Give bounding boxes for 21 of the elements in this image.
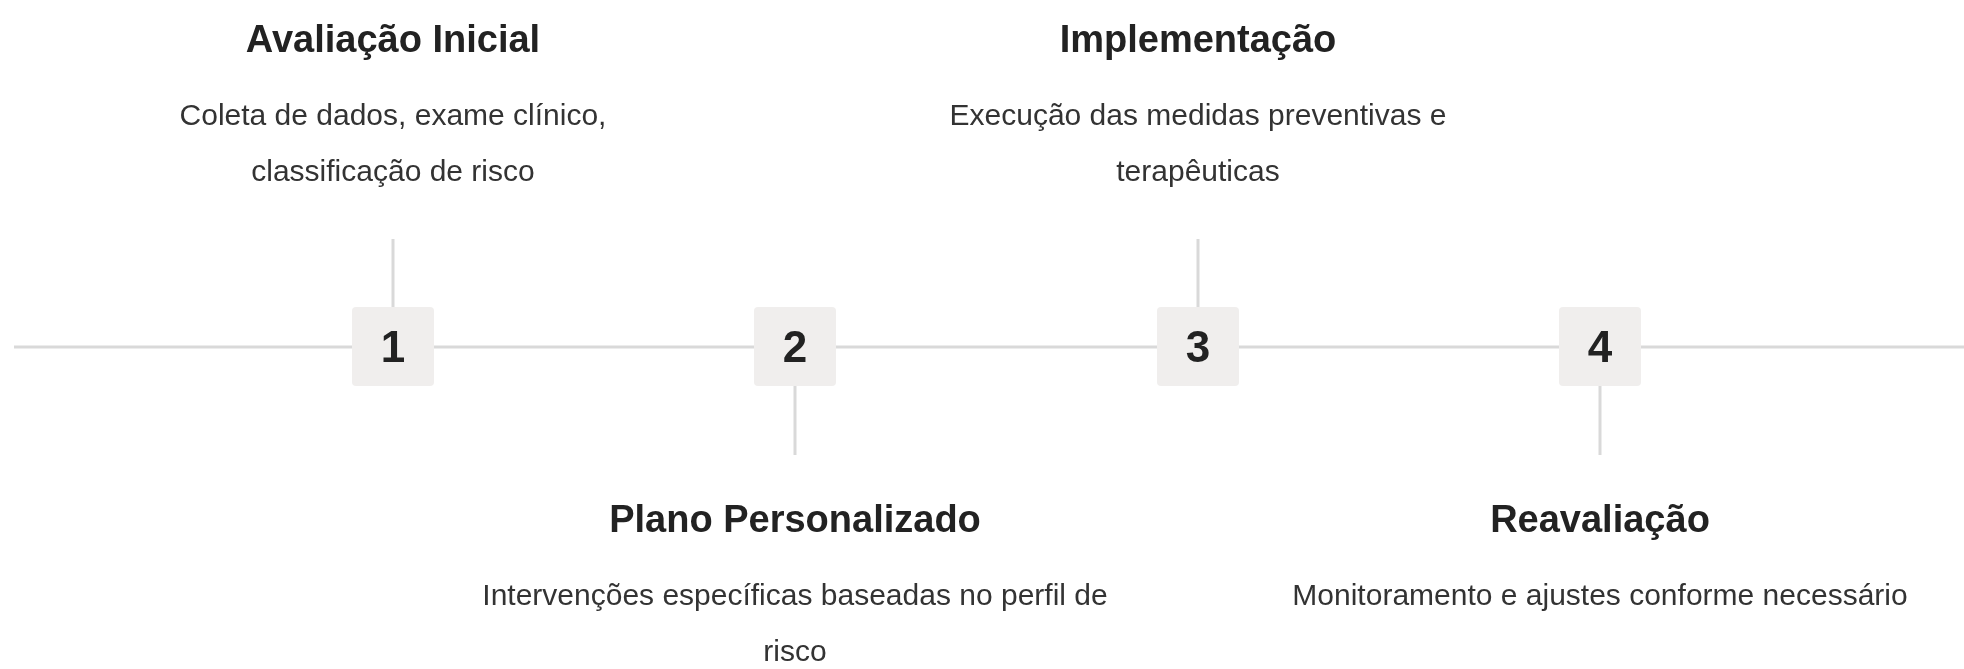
step-title: Reavaliação: [1490, 497, 1710, 541]
step-description: Coleta de dados, exame clínico, classificação de risco: [178, 97, 608, 189]
connector-line: [836, 345, 1157, 349]
step-number-box: 3: [1157, 307, 1239, 386]
connector-line: [1196, 239, 1200, 307]
connector-line: [1598, 386, 1602, 455]
connector-line: [14, 345, 352, 349]
step-title: Avaliação Inicial: [245, 17, 541, 61]
step-number-box: 1: [352, 307, 434, 386]
connector-line: [391, 239, 395, 307]
step-description: Monitoramento e ajustes conforme necessário: [1292, 577, 1908, 613]
connector-line: [1239, 345, 1559, 349]
step-description: Intervenções específicas baseadas no perfil de risco: [481, 577, 1109, 669]
step-number-box: 2: [754, 307, 836, 386]
connector-line: [793, 386, 797, 455]
connector-line: [434, 345, 754, 349]
step-number-box: 4: [1559, 307, 1641, 386]
connector-line: [1641, 345, 1964, 349]
step-title: Implementação: [1059, 17, 1337, 61]
step-title: Plano Personalizado: [609, 497, 981, 541]
step-description: Execução das medidas preventivas e terapêuticas: [948, 97, 1448, 189]
